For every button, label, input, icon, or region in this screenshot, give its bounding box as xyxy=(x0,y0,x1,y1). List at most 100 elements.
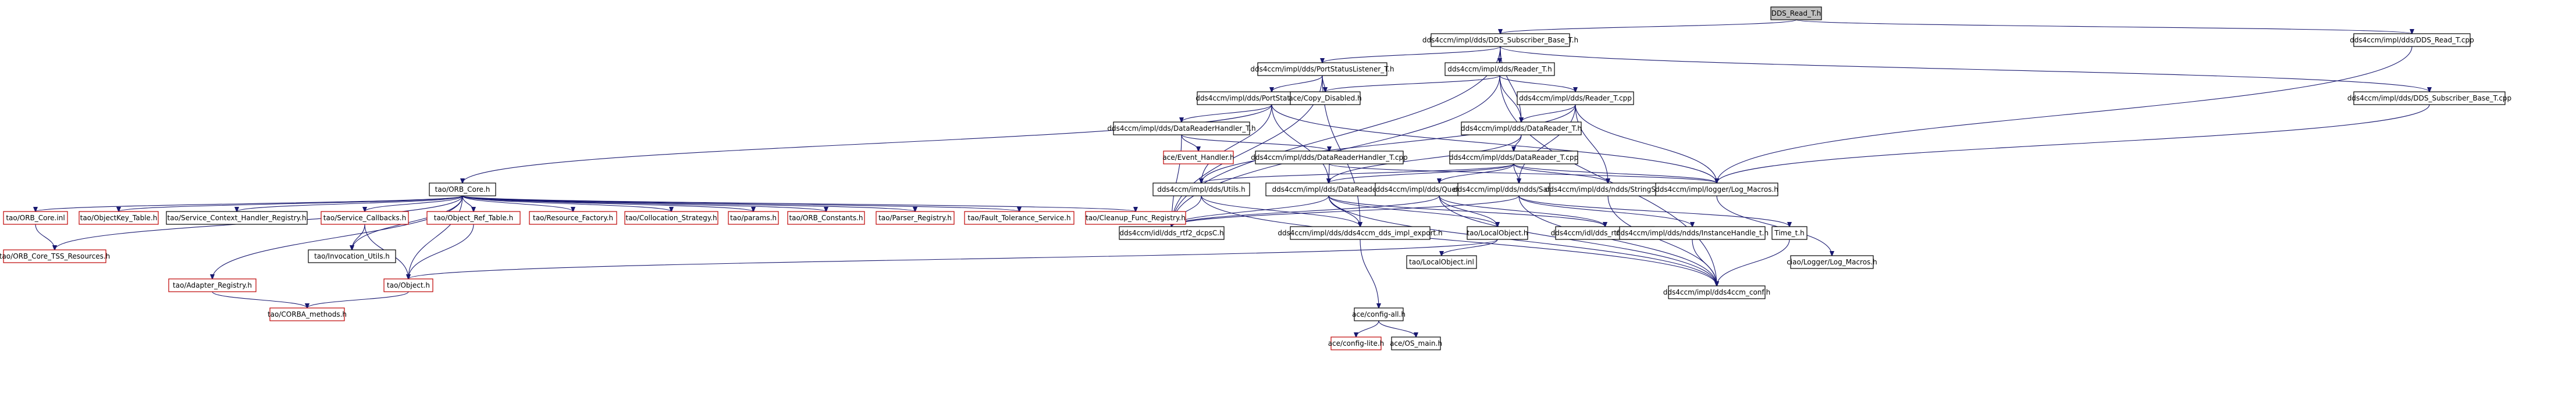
node-box xyxy=(2353,33,2471,47)
graph-node-invutils[interactable]: tao/Invocation_Utils.h xyxy=(308,249,396,263)
node-label: dds4ccm/impl/dds/DataReader.h xyxy=(1272,185,1385,194)
graph-node-orbconst[interactable]: tao/ORB_Constants.h xyxy=(787,211,865,225)
dependency-edge xyxy=(408,239,1498,279)
graph-node-cleanup[interactable]: tao/Cleanup_Func_Registry.h xyxy=(1085,211,1186,225)
graph-node-scr[interactable]: tao/Service_Context_Handler_Registry.h xyxy=(166,211,308,225)
dependency-edge xyxy=(1439,163,1514,183)
graph-node-subbasecpp[interactable]: dds4ccm/impl/dds/DDS_Subscriber_Base_T.c… xyxy=(2347,91,2511,105)
graph-node-osmain[interactable]: ace/OS_main.h xyxy=(1390,336,1442,350)
graph-node-configlite[interactable]: ace/config-lite.h xyxy=(1328,336,1385,350)
dependency-edge xyxy=(462,195,573,212)
node-label: tao/ORB_Core_TSS_Resources.h xyxy=(0,252,110,260)
graph-node-tsslib[interactable]: tao/ORB_Core_TSS_Resources.h xyxy=(0,249,110,263)
dependency-edge xyxy=(1575,104,1608,183)
dependency-edge xyxy=(1329,163,1514,183)
node-box xyxy=(1406,255,1477,269)
dependency-edge xyxy=(1201,104,1576,183)
dependency-edge xyxy=(462,195,474,212)
node-label: tao/ORB_Core.inl xyxy=(6,214,65,222)
node-box xyxy=(1330,336,1382,350)
graph-node-readerh[interactable]: dds4ccm/impl/dds/Reader_T.h xyxy=(1444,62,1555,76)
graph-node-nddscpp[interactable]: dds4ccm/idl/dds_rtf2_dcpsC.h xyxy=(1119,226,1225,240)
node-box xyxy=(168,278,257,292)
node-label: tao/params.h xyxy=(730,214,777,222)
node-label: tao/Cleanup_Func_Registry.h xyxy=(1086,214,1186,222)
node-box xyxy=(321,211,409,225)
node-box xyxy=(1152,182,1250,196)
node-box xyxy=(1085,211,1186,225)
node-box xyxy=(1771,226,1808,240)
graph-node-objecth[interactable]: tao/Object.h xyxy=(383,278,433,292)
dependency-edge xyxy=(1499,75,1521,122)
graph-node-objref[interactable]: tao/Object_Ref_Table.h xyxy=(426,211,521,225)
node-label: tao/LocalObject.inl xyxy=(1409,258,1474,266)
dependency-edge xyxy=(1201,163,1514,183)
nodes-layer: DDS_Read_T.h dds4ccm/impl/dds/DDS_Subscri… xyxy=(0,6,2511,350)
dependency-edge xyxy=(1439,195,1605,227)
graph-node-orbcore[interactable]: tao/ORB_Core.h xyxy=(429,182,496,196)
graph-node-ddsconf[interactable]: dds4ccm/impl/dds4ccm_conf.h xyxy=(1663,285,1770,299)
dependency-edge xyxy=(1518,195,1717,286)
node-label: tao/Fault_Tolerance_Service.h xyxy=(967,214,1070,222)
node-label: dds4ccm/impl/dds/DDS_Subscriber_Base_T.h xyxy=(1422,36,1578,44)
graph-node-readcpp[interactable]: dds4ccm/impl/dds/DDS_Read_T.cpp xyxy=(2350,33,2474,47)
dependency-edge xyxy=(1499,75,1717,286)
graph-node-drhcpp[interactable]: dds4ccm/impl/dds/DataReaderHandler_T.cpp xyxy=(1251,151,1408,164)
graph-node-datareader[interactable]: dds4ccm/impl/dds/DataReader.h xyxy=(1265,182,1392,196)
graph-node-localobji[interactable]: tao/LocalObject.inl xyxy=(1406,255,1477,269)
graph-node-svccb[interactable]: tao/Service_Callbacks.h xyxy=(321,211,409,225)
node-box xyxy=(269,307,345,321)
node-label: dds4ccm/impl/dds/Reader_T.cpp xyxy=(1519,94,1632,102)
dependency-edge xyxy=(1795,19,2413,34)
dependency-edge xyxy=(1514,134,1522,151)
dependency-edge xyxy=(462,195,671,212)
node-label: ace/Copy_Disabled.h xyxy=(1289,94,1361,102)
graph-node-params[interactable]: tao/params.h xyxy=(728,211,779,225)
dependency-edge xyxy=(1717,104,2430,183)
graph-node-utils[interactable]: dds4ccm/impl/dds/Utils.h xyxy=(1152,182,1250,196)
graph-node-localobj[interactable]: tao/LocalObject.h xyxy=(1467,226,1528,240)
graph-node-drtcpp[interactable]: dds4ccm/impl/dds/DataReader_T.cpp xyxy=(1449,151,1578,164)
graph-node-orbcorei[interactable]: tao/ORB_Core.inl xyxy=(3,211,68,225)
graph-node-ciaolog[interactable]: ciao/Logger/Log_Macros.h xyxy=(1787,255,1877,269)
dependency-edge xyxy=(1378,320,1416,337)
graph-node-colloc[interactable]: tao/Collocation_Strategy.h xyxy=(624,211,718,225)
graph-node-adapter[interactable]: tao/Adapter_Registry.h xyxy=(168,278,257,292)
node-box xyxy=(426,211,521,225)
dependency-edge xyxy=(1521,104,1576,122)
node-box xyxy=(1619,226,1766,240)
node-label: dds4ccm/impl/dds/DataReader_T.h xyxy=(1461,124,1582,132)
graph-node-drth[interactable]: dds4ccm/impl/dds/DataReader_T.h xyxy=(1461,121,1582,135)
graph-node-subbase[interactable]: dds4ccm/impl/dds/DDS_Subscriber_Base_T.h xyxy=(1422,33,1578,47)
dependency-edge xyxy=(1328,195,1605,227)
dependency-edge xyxy=(1716,195,1832,256)
graph-node-logmacros[interactable]: dds4ccm/impl/logger/Log_Macros.h xyxy=(1655,182,1778,196)
node-box xyxy=(1354,307,1404,321)
graph-node-copydis[interactable]: ace/Copy_Disabled.h xyxy=(1289,91,1362,105)
node-label: dds4ccm/impl/logger/Log_Macros.h xyxy=(1655,185,1778,194)
graph-node-drhh[interactable]: dds4ccm/impl/dds/DataReaderHandler_T.h xyxy=(1107,121,1256,135)
graph-node-stringseq[interactable]: dds4ccm/impl/dds/ndds/StringSeq.h xyxy=(1545,182,1671,196)
graph-node-root[interactable]: DDS_Read_T.h xyxy=(1770,6,1822,20)
graph-node-configall[interactable]: ace/config-all.h xyxy=(1352,307,1406,321)
graph-node-pslh[interactable]: dds4ccm/impl/dds/PortStatusListener_T.h xyxy=(1250,62,1394,76)
graph-node-timet[interactable]: Time_t.h xyxy=(1771,226,1808,240)
graph-node-fts[interactable]: tao/Fault_Tolerance_Service.h xyxy=(964,211,1074,225)
graph-node-resfac[interactable]: tao/Resource_Factory.h xyxy=(529,211,617,225)
graph-node-corbameth[interactable]: tao/CORBA_methods.h xyxy=(268,307,347,321)
graph-node-insthandle[interactable]: dds4ccm/impl/dds/ndds/InstanceHandle_t.h xyxy=(1616,226,1769,240)
graph-node-parser[interactable]: tao/Parser_Registry.h xyxy=(876,211,955,225)
dependency-edge xyxy=(1328,195,1497,227)
node-label: tao/ORB_Constants.h xyxy=(789,214,863,222)
dependency-edge xyxy=(462,195,1136,212)
graph-node-evh[interactable]: ace/Event_Handler.h xyxy=(1162,151,1234,164)
node-label: dds4ccm/impl/dds/DataReader_T.cpp xyxy=(1449,153,1578,162)
node-label: tao/Object_Ref_Table.h xyxy=(434,214,513,222)
graph-node-readercpp[interactable]: dds4ccm/impl/dds/Reader_T.cpp xyxy=(1517,91,1634,105)
graph-node-objkey[interactable]: tao/ObjectKey_Table.h xyxy=(79,211,159,225)
node-label: dds4ccm/impl/dds/Utils.h xyxy=(1157,185,1245,194)
dependency-edge xyxy=(1201,104,1272,183)
node-label: tao/Resource_Factory.h xyxy=(533,214,613,222)
graph-node-implexport[interactable]: dds4ccm/impl/dds/dds4ccm_dds_impl_export… xyxy=(1278,226,1443,240)
